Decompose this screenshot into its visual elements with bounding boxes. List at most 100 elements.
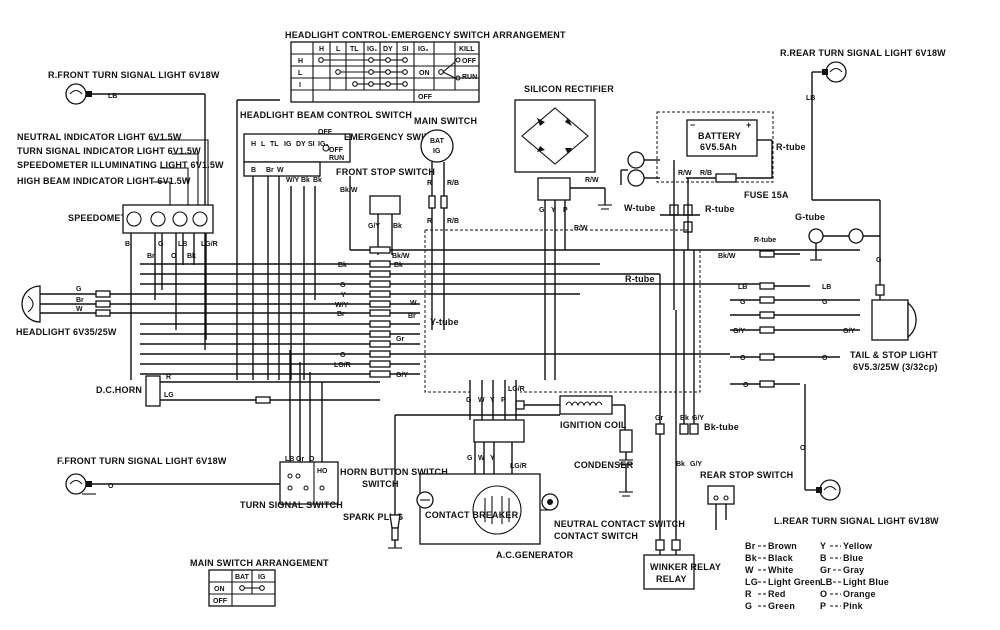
legend-name-b: Blue bbox=[843, 553, 863, 563]
main-switch: BAT IG R R/B R R/B bbox=[420, 129, 459, 330]
rect-p: P bbox=[563, 207, 568, 214]
main-switch-wire-r: R bbox=[427, 180, 432, 187]
right-bkw: Bk/W bbox=[718, 253, 736, 260]
central-harness: Bk Bk/W Bk G Y W/Y Br W Br Gr O LG/R G/Y… bbox=[140, 246, 860, 379]
hc-col-ig1: IG₁ bbox=[367, 46, 377, 53]
legend-code-w: W bbox=[745, 565, 754, 575]
right-lb2: LB bbox=[822, 284, 831, 291]
gen-bot-lgr: LG/R bbox=[510, 463, 527, 470]
rear-gy: G/Y bbox=[692, 415, 704, 422]
tail-stop-label: TAIL & STOP LIGHT bbox=[850, 350, 938, 360]
legend-dots bbox=[758, 545, 841, 607]
tail-wire-g: G bbox=[876, 257, 882, 264]
neutral-contact-switch bbox=[541, 493, 559, 511]
hbc-top-dy: DY bbox=[296, 141, 306, 148]
dc-horn: R LG bbox=[145, 374, 380, 407]
headlight: G Br W bbox=[21, 285, 370, 323]
r-tube-label-3: R-tube bbox=[625, 274, 655, 284]
l-rear-turn-label: L.REAR TURN SIGNAL LIGHT 6V18W bbox=[774, 516, 939, 526]
legend-name-lb: Light Blue bbox=[843, 577, 889, 587]
legend-name-br: Brown bbox=[768, 541, 797, 551]
hbc-bot-wy: W/Y bbox=[286, 177, 300, 184]
legend-name-p: Pink bbox=[843, 601, 864, 611]
hc-off: OFF bbox=[418, 94, 433, 101]
bus-label-bkw: Bk/W bbox=[392, 253, 410, 260]
main-switch-bat: BAT bbox=[430, 138, 445, 145]
spark-plug-label: SPARK PLUG bbox=[343, 512, 403, 522]
headlight-wire-w: W bbox=[76, 306, 83, 313]
hc-col-h: H bbox=[319, 46, 324, 53]
harness-outline bbox=[424, 229, 701, 393]
main-switch-wire-rb2: R/B bbox=[447, 218, 459, 225]
rect-g: G bbox=[539, 207, 545, 214]
w-tube-bridge bbox=[660, 160, 700, 310]
r-tube-label-4: R-tube bbox=[754, 237, 776, 244]
right-o3: O bbox=[822, 355, 828, 362]
hbc-bot-bk2: Bk bbox=[313, 177, 322, 184]
legend-left: Br Brown Bk Black W White LG Light Green… bbox=[745, 541, 821, 611]
hbc-off: OFF bbox=[318, 129, 333, 136]
right-o: O bbox=[740, 355, 746, 362]
bus-label-gy: G/Y bbox=[396, 372, 408, 379]
f-front-turn-light: O bbox=[65, 473, 286, 495]
horn-wire-r: R bbox=[166, 374, 171, 381]
legend-code-p: P bbox=[820, 601, 826, 611]
ignition-coil-label: IGNITION COIL bbox=[560, 420, 627, 430]
hbc-bot-b: B bbox=[251, 167, 256, 174]
battery: BATTERY 6V5.5Ah − + R-tube FUSE 15A R/B … bbox=[656, 111, 806, 200]
bus-label-g: G bbox=[340, 282, 346, 289]
bus-label-w: W bbox=[410, 300, 417, 307]
hc-col-kill: KILL bbox=[459, 46, 475, 53]
gen-wire-y: Y bbox=[490, 397, 495, 404]
hbc-run: RUN bbox=[329, 155, 344, 162]
rear-bk2: Bk bbox=[676, 461, 685, 468]
turn-indicator-label: TURN SIGNAL INDICATOR LIGHT 6V1.5W bbox=[17, 146, 201, 156]
speedo-wire-lgr: LG/R bbox=[201, 241, 218, 248]
pilot-lamps bbox=[620, 151, 660, 187]
rect-rw: R/W bbox=[585, 177, 599, 184]
r-rear-turn-label: R.REAR TURN SIGNAL LIGHT 6V18W bbox=[780, 48, 946, 58]
hc-col-si: SI bbox=[402, 46, 409, 53]
hc-kill-run: RUN bbox=[462, 74, 477, 81]
gen-bot-w: W bbox=[478, 455, 485, 462]
spark-plug bbox=[388, 514, 402, 549]
horn-button-label: HORN BUTTON SWITCH bbox=[340, 467, 448, 477]
speedo-wire-g: G bbox=[158, 241, 164, 248]
ms-col-bat: BAT bbox=[235, 574, 250, 581]
emergency-switch-label: EMERGENCY SWITCH bbox=[344, 132, 443, 142]
legend-code-lb: LB bbox=[820, 577, 833, 587]
horn-wire-lg: LG bbox=[164, 392, 174, 399]
legend-right: Y Yellow B Blue Gr Gray LB Light Blue O … bbox=[820, 541, 889, 611]
turn-sw-lb: LB bbox=[285, 456, 294, 463]
main-switch-arr-title: MAIN SWITCH ARRANGEMENT bbox=[190, 558, 329, 568]
speedo-wire-br: Br bbox=[147, 253, 155, 260]
main-switch-table: BAT IG ON OFF bbox=[208, 569, 276, 607]
hc-on: ON bbox=[419, 70, 430, 77]
speedo-wire-b: B bbox=[125, 241, 130, 248]
rect-rw2: R/W bbox=[574, 225, 588, 232]
hbc-top-h: H bbox=[251, 141, 256, 148]
right-gy: G/Y bbox=[733, 328, 745, 335]
r-tube-label-2: R-tube bbox=[705, 204, 735, 214]
g-tube-label: G-tube bbox=[795, 212, 825, 222]
right-lb: LB bbox=[738, 284, 747, 291]
turn-switch-label: TURN SIGNAL SWITCH bbox=[240, 500, 343, 510]
horn-button-label-2: SWITCH bbox=[362, 479, 399, 489]
bus-label-br: Br bbox=[337, 311, 345, 318]
neutral-contact-label: NEUTRAL CONTACT SWITCH bbox=[554, 519, 685, 529]
silicon-rectifier: G Y P R/W R/W bbox=[514, 99, 612, 380]
hbc-bot-br: Br bbox=[266, 167, 274, 174]
bk-tube-label: Bk-tube bbox=[704, 422, 739, 432]
dc-horn-label: D.C.HORN bbox=[96, 385, 142, 395]
r-rear-turn-light: LB bbox=[806, 61, 881, 236]
bus-label-lgr: LG/R bbox=[334, 362, 351, 369]
headlight-wire-br: Br bbox=[76, 297, 84, 304]
gen-wire-lgr: LG/R bbox=[508, 386, 525, 393]
hc-col-l: L bbox=[336, 46, 341, 53]
legend-code-gr: Gr bbox=[820, 565, 831, 575]
legend-code-o: O bbox=[820, 589, 827, 599]
beam-control-switch: H L TL IG DY SI IG₂ OFF OFF RUN B Br W W… bbox=[236, 99, 351, 380]
generator-connector: G W Y P LG/R G W Y LG/R bbox=[466, 380, 527, 478]
fuse-label: FUSE 15A bbox=[744, 190, 789, 200]
